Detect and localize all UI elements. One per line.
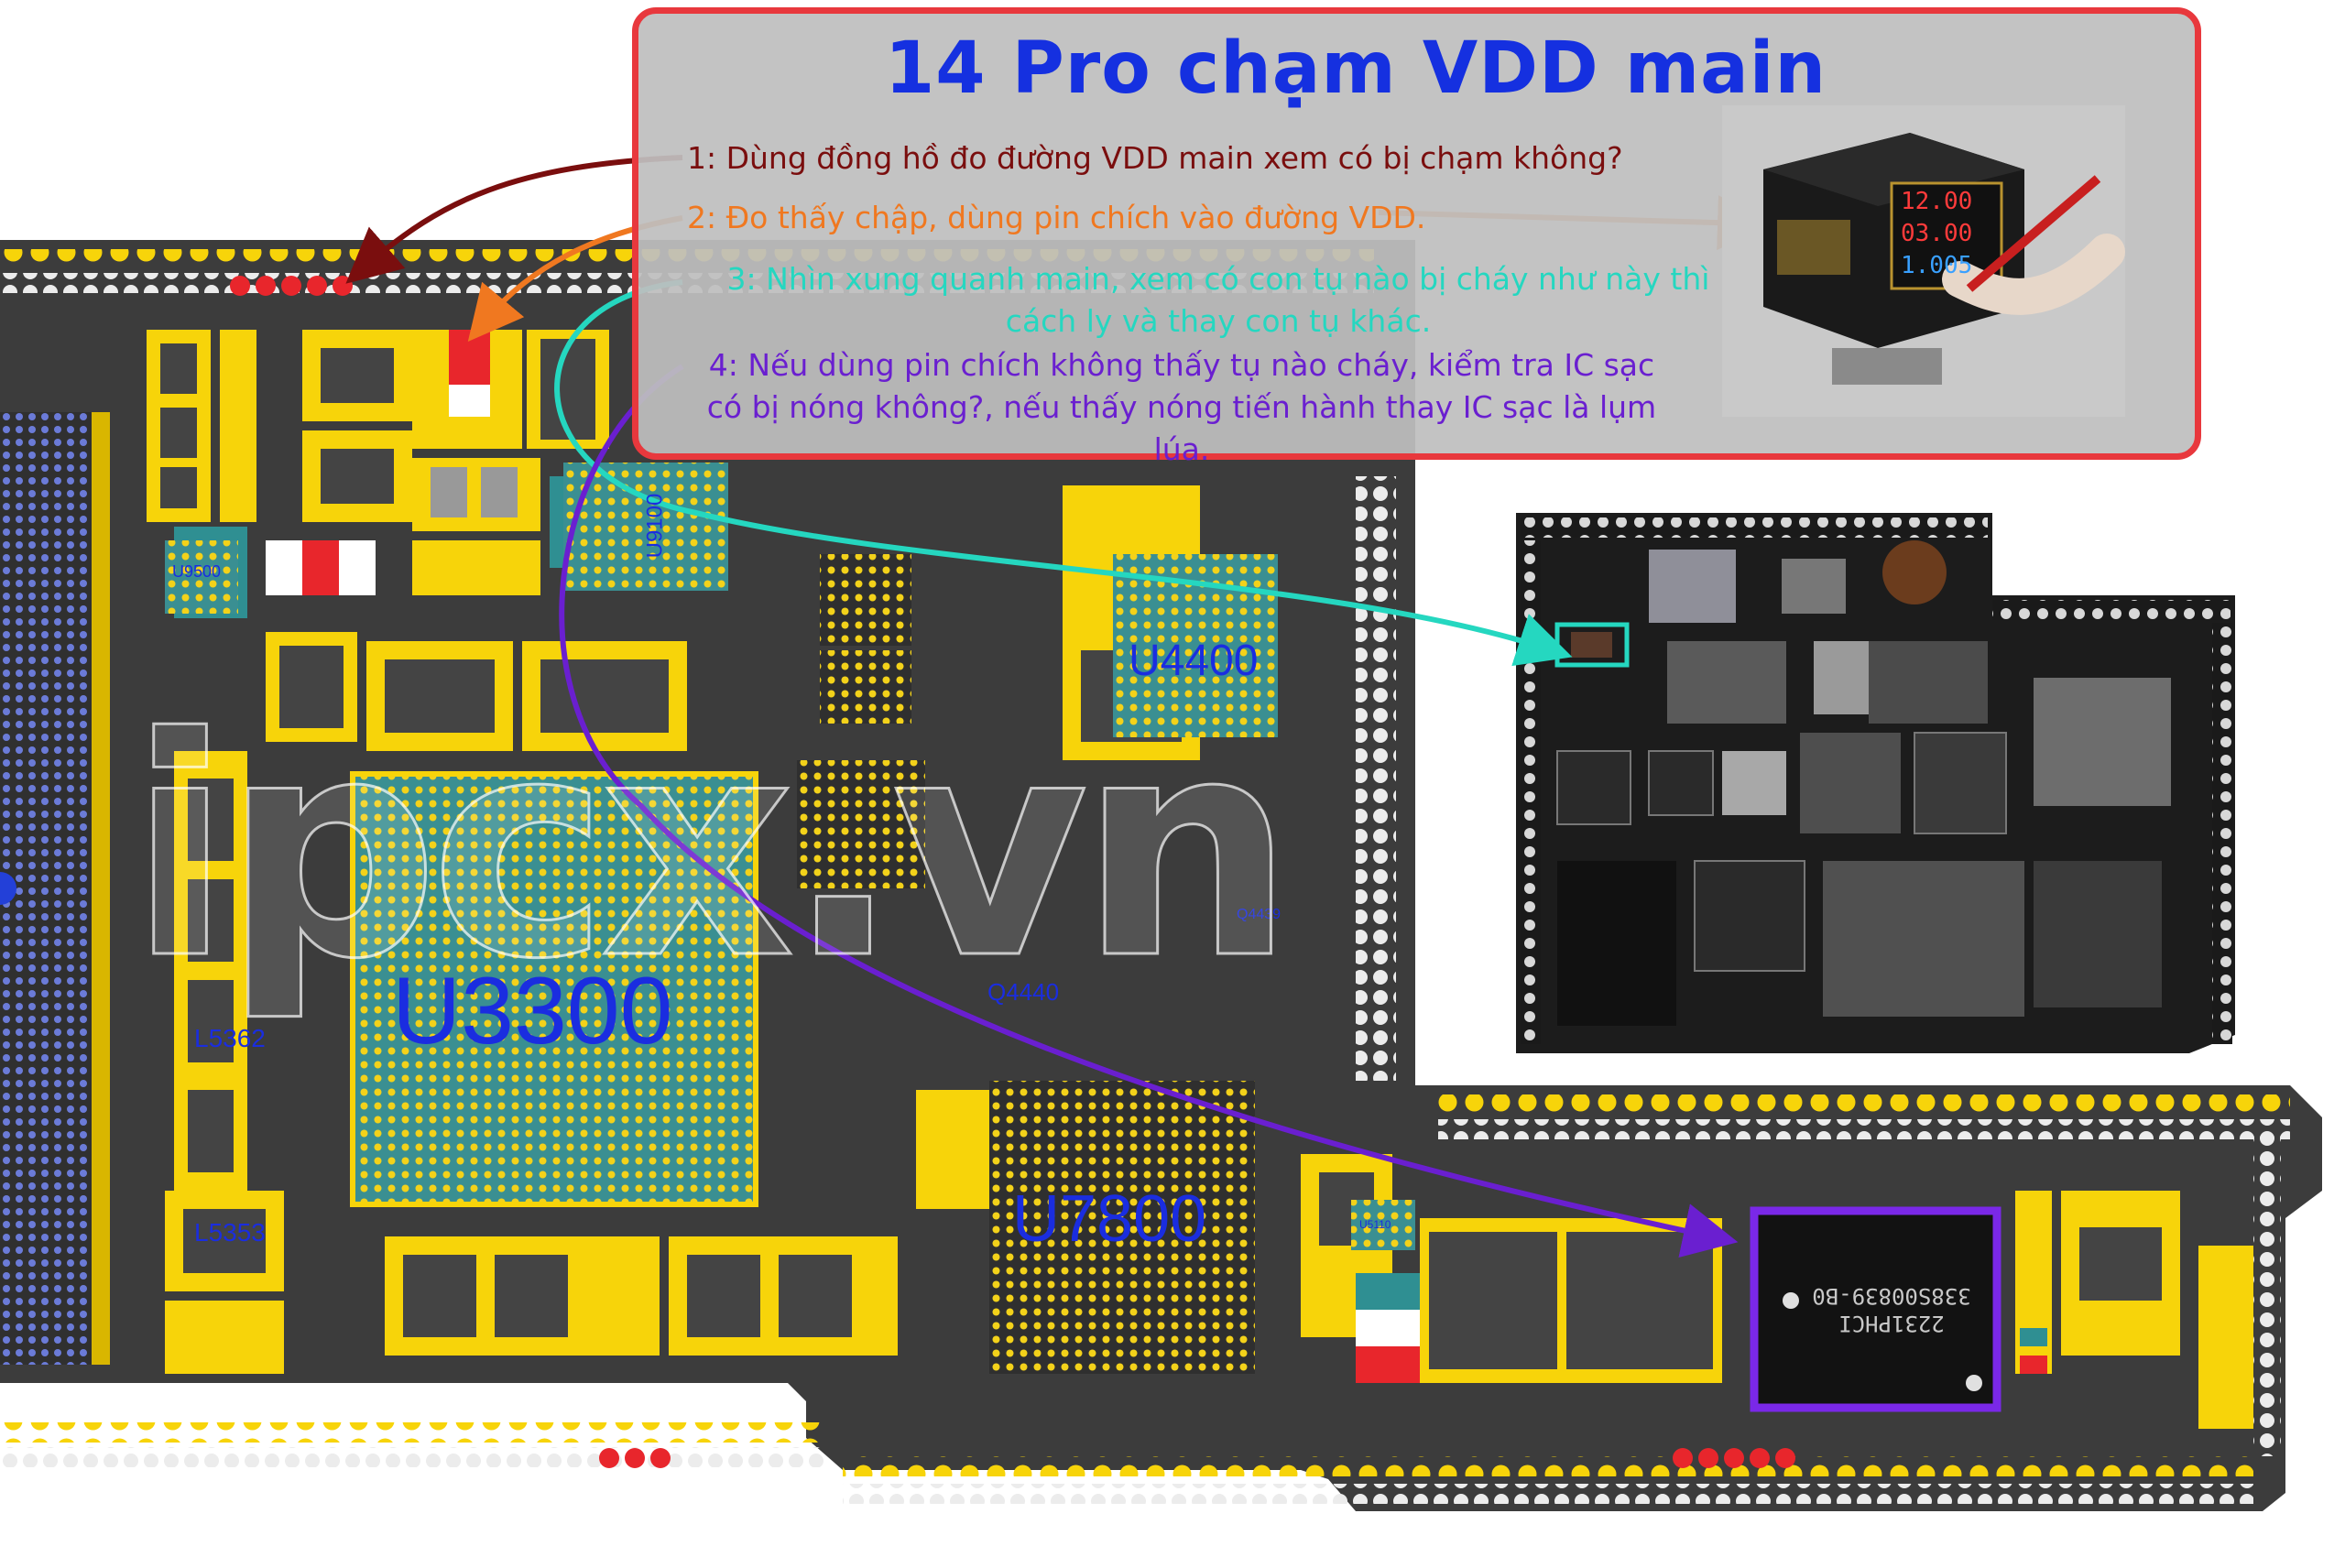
label-u5110: U5110	[1359, 1218, 1391, 1231]
label-u9500: U9500	[172, 562, 222, 581]
chip-u5110	[1351, 1200, 1415, 1250]
charging-ic	[1754, 1211, 1997, 1408]
label-u9100: U9100	[642, 493, 668, 559]
arrow-step3	[554, 279, 1573, 667]
label-q4439: Q4439	[1237, 907, 1282, 922]
step-1: 1: Dùng đồng hồ đo đường VDD main xem có…	[687, 140, 1623, 176]
chip-marking-line2: 338S00839-B0	[1812, 1283, 1971, 1309]
perimeter-holes-right	[1356, 476, 1396, 1081]
step-3: 3: Nhìn xung quanh main, xem có con tụ n…	[726, 261, 1710, 339]
label-l5362: L5362	[194, 1024, 266, 1052]
charging-ic-highlight	[1750, 1206, 2001, 1412]
chip-small-3	[797, 760, 925, 888]
label-u3300: U3300	[392, 958, 673, 1064]
power-supply-illustration: 12.00 03.00 1.005	[1722, 105, 2125, 417]
board-photo-inset	[1516, 513, 2235, 1053]
perimeter-holes-lower-top-gray	[1438, 1119, 2290, 1139]
step-4: 4: Nếu dùng pin chích không thấy tụ nào …	[706, 347, 1657, 467]
label-u7800: U7800	[1012, 1182, 1207, 1256]
step-2: 2: Đo thấy chập, dùng pin chích vào đườn…	[687, 200, 1426, 235]
power-supply-icon	[1722, 105, 2125, 417]
chip-small-2	[820, 650, 911, 724]
chip-u9500	[165, 540, 238, 614]
perimeter-pads-bottom-right	[843, 1456, 2253, 1476]
psu-readout-voltage: 12.00	[1901, 188, 1973, 215]
psu-readout-current: 03.00	[1901, 220, 1973, 247]
perimeter-holes-bottom-right	[843, 1484, 2253, 1504]
perimeter-holes-lower-top	[1438, 1094, 2290, 1115]
arrow-step1	[345, 155, 683, 284]
watermark: ipcx.vn	[126, 672, 1295, 1027]
chip-u7800	[989, 1081, 1255, 1374]
perimeter-pads-bottom	[0, 1422, 824, 1443]
chip-small-1	[820, 554, 911, 646]
chip-u3300	[353, 774, 756, 1204]
title: 14 Pro chạm VDD main	[884, 27, 1827, 110]
perimeter-holes-far-right	[2253, 1136, 2281, 1456]
chip-marking: 2231PHCI 338S00839-B0	[1791, 1282, 1992, 1337]
arrow-step4	[559, 364, 1739, 1258]
chip-marking-line1: 2231PHCI	[1838, 1311, 1945, 1336]
red-pads-group	[230, 276, 1795, 1468]
label-q4440: Q4440	[987, 978, 1060, 1006]
label-u4400: U4400	[1129, 637, 1259, 685]
chip-u9100	[563, 463, 728, 591]
psu-readout-power: 1.005	[1901, 252, 1973, 279]
label-l5353: L5353	[194, 1218, 266, 1247]
passive-components	[147, 330, 2253, 1429]
perimeter-holes-bottom	[0, 1447, 824, 1467]
